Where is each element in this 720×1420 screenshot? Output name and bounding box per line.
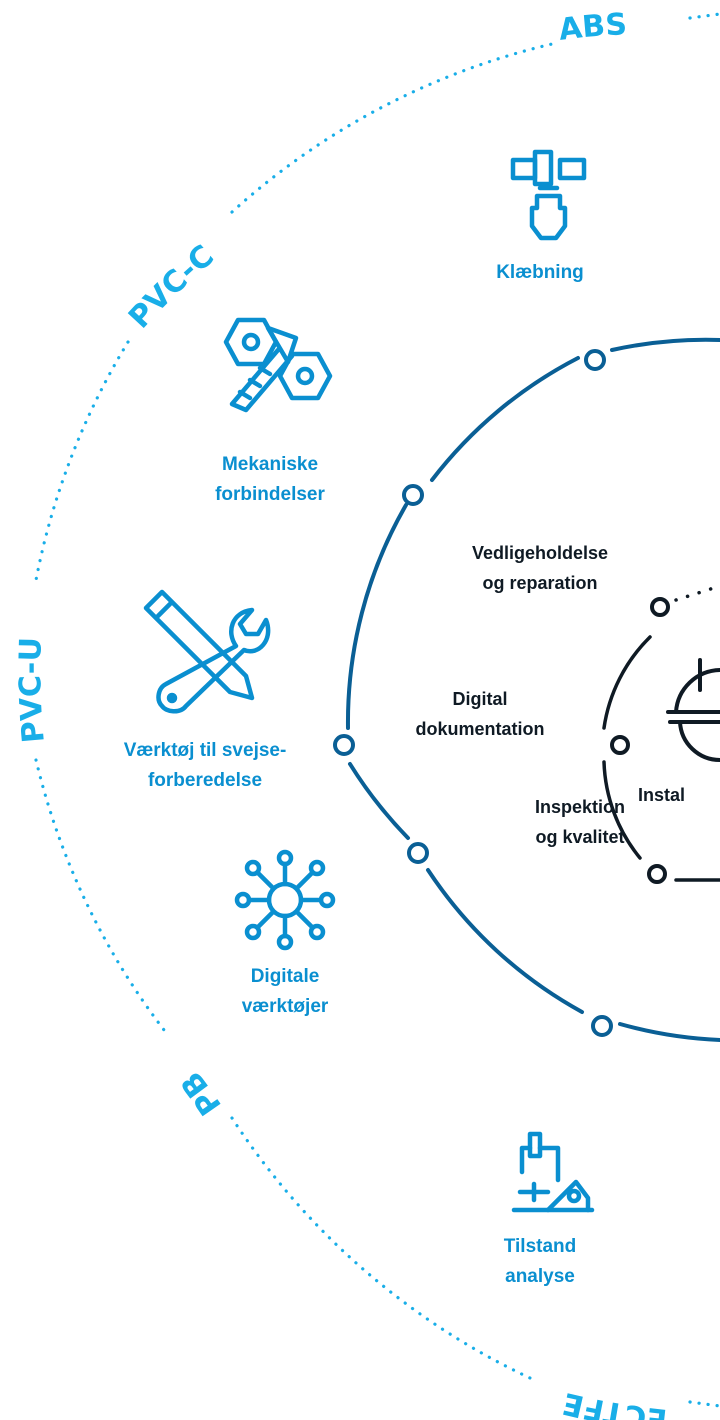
tool-label-line: analyse — [505, 1266, 575, 1287]
service-label-line: og reparation — [482, 573, 598, 593]
service-label-digital: Digital dokumentation — [400, 684, 560, 744]
material-label-pvc-u: PVC-U — [13, 637, 52, 745]
service-label-line: Inspektion — [534, 797, 625, 817]
tool-label-line: forberedelse — [147, 770, 263, 791]
ring-node — [591, 1015, 613, 1037]
microscope-icon — [511, 1131, 595, 1213]
material-label-ectfe: ECTFE — [559, 1385, 668, 1420]
tool-label-line: Klæbning — [496, 262, 584, 283]
tool-label-digitale: Digitale værktøjer — [200, 962, 370, 1022]
outer-dotted-ring — [34, 12, 720, 1408]
ring-node — [610, 735, 630, 755]
tool-label-line: Tilstand — [503, 1236, 577, 1257]
material-label-pb: PB — [174, 1065, 228, 1122]
ring-node — [647, 864, 667, 884]
tool-label-line: forbindelser — [215, 484, 325, 505]
service-label-line: dokumentation — [415, 719, 545, 739]
inner-ring-nodes — [610, 597, 670, 884]
service-label-line: Vedligeholdelse — [471, 543, 609, 563]
center-label-text: Instal — [638, 785, 686, 805]
service-label-line: Digital — [452, 689, 508, 709]
ring-node — [333, 734, 355, 756]
tool-label-line: Værktøj til svejse- — [123, 740, 287, 761]
middle-ring — [345, 337, 720, 1042]
tool-label-line: værktøjer — [241, 996, 329, 1017]
material-label-pvc-c: PVC-C — [122, 238, 221, 335]
bolts-nuts-icon — [223, 317, 333, 413]
network-hub-icon — [234, 849, 336, 951]
tool-label-tilstand: Tilstand analyse — [480, 1232, 600, 1292]
glue-brush-icon — [510, 149, 587, 241]
wrench-pencil-icon — [143, 589, 271, 714]
material-label-abs: ABS — [557, 7, 628, 48]
ring-node — [402, 484, 424, 506]
ring-node — [584, 349, 606, 371]
tool-label-vaerktoej: Værktøj til svejse- forberedelse — [100, 736, 310, 796]
ring-node — [650, 597, 670, 617]
middle-ring-nodes — [333, 349, 613, 1037]
inner-dotted-segment — [674, 584, 720, 602]
ring-node — [407, 842, 429, 864]
tool-label-line: Digitale — [250, 966, 320, 987]
hardhat-worker-icon — [666, 658, 720, 763]
service-label-vedligeholdelse: Vedligeholdelse og reparation — [440, 538, 640, 598]
tool-label-mekaniske: Mekaniske forbindelser — [180, 450, 360, 510]
tool-label-line: Mekaniske — [221, 454, 319, 475]
tool-label-klaebning: Klæbning — [480, 258, 600, 288]
center-label: Instal — [638, 780, 720, 810]
inner-ring — [602, 635, 720, 882]
service-label-inspektion: Inspektion og kvalitet — [500, 792, 660, 852]
service-label-line: og kvalitet — [535, 827, 625, 847]
